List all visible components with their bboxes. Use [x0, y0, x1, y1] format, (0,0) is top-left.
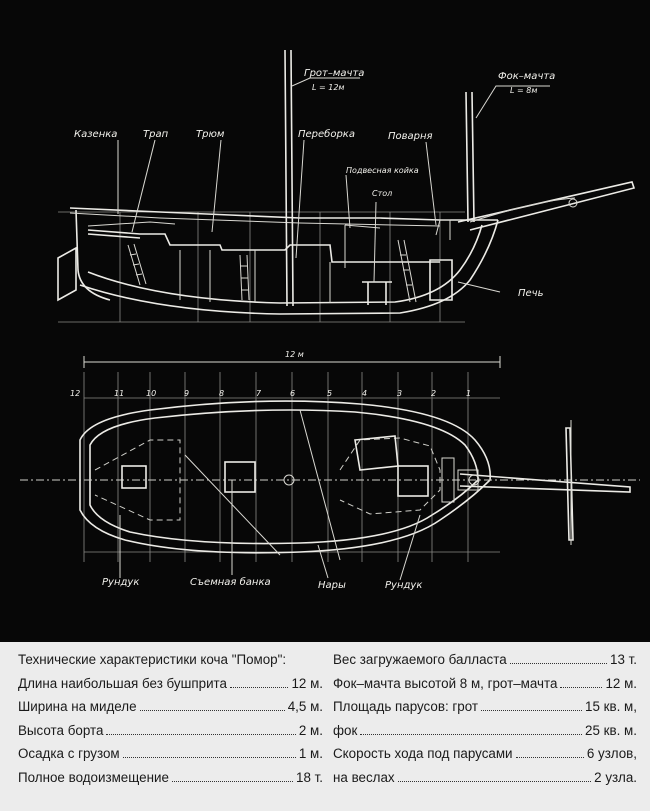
- label-runduk-right: Рундук: [385, 580, 422, 591]
- dot-leader: [509, 663, 608, 665]
- label-main-mast: Грот–мачта: [304, 68, 364, 79]
- spec-row: Фок–мачта высотой 8 м, грот–мачта 12 м.: [333, 672, 637, 696]
- plan-view: 12 м 12 11 10 9 8 7 6 5 4 3 2 1: [20, 350, 640, 591]
- spec-row: Скорость хода под парусами 6 узлов,: [333, 742, 637, 766]
- spec-row: Вес загружаемого балласта 13 т.: [333, 648, 637, 672]
- spec-row: Площадь парусов: грот 15 кв. м,: [333, 695, 637, 719]
- spec-value: 12 м.: [291, 675, 323, 691]
- dot-leader: [515, 757, 584, 759]
- ship-blueprint: Грот–мачта L = 12м Фок–мачта L = 8м Казе…: [20, 49, 640, 591]
- spec-value: 15 кв. м,: [585, 699, 637, 714]
- label-semnaya-banka: Съемная банка: [190, 576, 271, 588]
- frame-number: 12: [70, 389, 80, 398]
- spec-row: Полное водоизмещение 18 т.: [18, 766, 323, 790]
- specs-heading: Технические характеристики коча "Помор":: [18, 648, 323, 672]
- spec-label: Осадка с грузом: [18, 746, 120, 761]
- dot-leader: [171, 780, 294, 782]
- spec-row: на веслах 2 узла.: [333, 766, 637, 790]
- label-stol: Стол: [372, 189, 392, 198]
- dot-leader: [481, 710, 583, 712]
- spec-value: 2 узла.: [594, 769, 637, 785]
- spec-row: фок 25 кв. м.: [333, 719, 637, 743]
- spec-row: Ширина на миделе 4,5 м.: [18, 695, 323, 719]
- frame-number: 6: [290, 389, 295, 398]
- dot-leader: [229, 686, 289, 688]
- spec-value: 13 т.: [610, 652, 637, 667]
- specs-column-left: Технические характеристики коча "Помор":…: [18, 648, 323, 789]
- label-fore-mast-length: L = 8м: [510, 86, 537, 95]
- frame-number: 8: [219, 389, 224, 398]
- spec-row: Осадка с грузом 1 м.: [18, 742, 323, 766]
- spec-label: Скорость хода под парусами: [333, 746, 513, 761]
- specs-table: Технические характеристики коча "Помор":…: [0, 642, 650, 811]
- dot-leader: [560, 686, 603, 688]
- frame-number: 1: [466, 389, 471, 398]
- spec-row: Высота борта 2 м.: [18, 719, 323, 743]
- dot-leader: [397, 780, 592, 782]
- label-fore-mast: Фок–мачта: [498, 71, 555, 82]
- spec-label: Ширина на миделе: [18, 699, 137, 714]
- spec-label: Высота борта: [18, 722, 104, 738]
- spec-label: Фок–мачта высотой 8 м, грот–мачта: [333, 675, 558, 691]
- dot-leader: [360, 733, 583, 735]
- spec-value: 6 узлов,: [586, 746, 637, 761]
- frame-number: 7: [256, 389, 262, 398]
- spec-label: Площадь парусов: грот: [333, 699, 479, 714]
- side-view: Грот–мачта L = 12м Фок–мачта L = 8м Казе…: [57, 49, 636, 323]
- specs-column-right: Вес загружаемого балласта 13 т. Фок–мачт…: [333, 648, 637, 789]
- spec-label: Полное водоизмещение: [18, 769, 169, 785]
- frame-number: 4: [362, 389, 367, 398]
- label-tryum: Трюм: [196, 129, 225, 140]
- label-kazenka: Казенка: [74, 129, 117, 140]
- label-podvesnaya-koika: Подвесная койка: [346, 166, 419, 175]
- frame-number: 10: [146, 389, 156, 398]
- label-povarnya: Поварня: [388, 131, 433, 142]
- spec-value: 12 м.: [605, 675, 637, 691]
- label-pereborka: Переборка: [298, 128, 355, 140]
- spec-label: фок: [333, 722, 358, 738]
- dot-leader: [106, 733, 296, 735]
- label-runduk-left: Рундук: [102, 577, 139, 588]
- dot-leader: [139, 710, 285, 712]
- label-trap: Трап: [143, 129, 169, 140]
- spec-row: Длина наибольшая без бушприта 12 м.: [18, 672, 323, 696]
- label-pech: Печь: [518, 288, 544, 299]
- spec-label: Вес загружаемого балласта: [333, 652, 507, 667]
- spec-label: Длина наибольшая без бушприта: [18, 675, 227, 691]
- frame-number: 3: [397, 389, 402, 398]
- frame-number: 11: [114, 389, 124, 398]
- frame-number: 5: [327, 389, 332, 398]
- label-main-mast-length: L = 12м: [312, 83, 344, 92]
- spec-label: на веслах: [333, 769, 395, 785]
- spec-value: 4,5 м.: [287, 699, 323, 714]
- dot-leader: [122, 757, 296, 759]
- frame-number: 2: [431, 389, 436, 398]
- spec-value: 2 м.: [298, 722, 323, 738]
- label-nary: Нары: [318, 580, 346, 591]
- spec-label: Технические характеристики коча "Помор":: [18, 652, 287, 667]
- spec-value: 1 м.: [298, 746, 323, 761]
- spec-value: 18 т.: [296, 769, 323, 785]
- blueprint-svg: Грот–мачта L = 12м Фок–мачта L = 8м Казе…: [20, 49, 640, 591]
- label-length: 12 м: [285, 350, 304, 359]
- frame-number: 9: [184, 389, 189, 398]
- spec-value: 25 кв. м.: [585, 722, 637, 738]
